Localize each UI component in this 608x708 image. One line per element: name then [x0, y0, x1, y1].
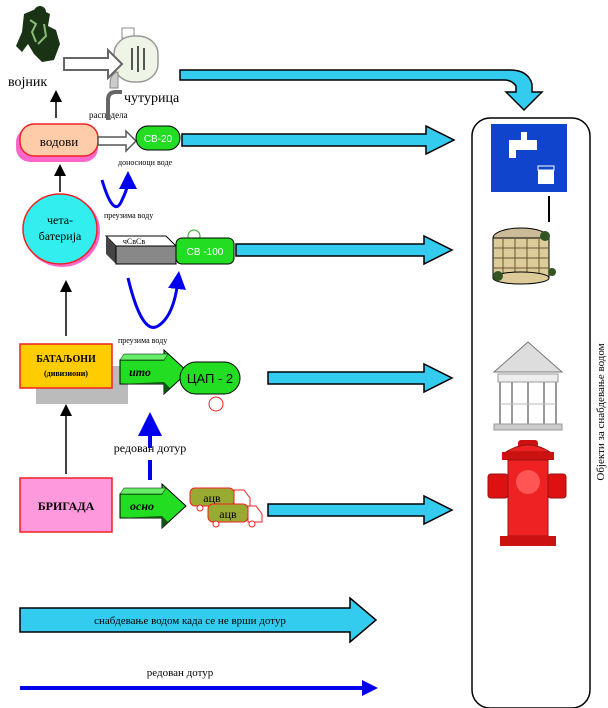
- legend-cyan-arrow-shape: [19, 596, 378, 644]
- blue-curve-company-sv20: [100, 171, 137, 209]
- battalions-label-2: (дивизиони): [44, 369, 88, 378]
- acv-label-1: ацв: [203, 491, 221, 505]
- acv-label-2: ацв: [219, 507, 237, 521]
- legend-blue-arrowhead: [362, 680, 378, 696]
- receive-water-label-1: преузима воду: [104, 211, 153, 220]
- cyan-arrow-acv: [267, 494, 454, 526]
- water-facilities-panel: Објекти за снабдевање водом: [471, 117, 607, 708]
- fire-hydrant-icon: [487, 440, 567, 546]
- regular-supply-label: редован дотур: [114, 441, 187, 455]
- company-label-2: батерија: [39, 229, 82, 243]
- small-truck-icon: [104, 235, 178, 265]
- sv100-label: СВ -100: [187, 247, 224, 258]
- cyan-arrow-cap2: [267, 362, 454, 394]
- squads-label: водови: [40, 134, 78, 149]
- cyan-arrow-sv100: [235, 234, 454, 266]
- battalions-label-1: БАТАЉОНИ: [36, 354, 96, 365]
- distributes-curve: [106, 90, 122, 120]
- ito-arrow: [119, 348, 189, 396]
- company-label-1: чета-: [47, 213, 73, 227]
- sv20-label: СВ-20: [144, 134, 173, 145]
- water-carriers-label: доносиоци воде: [118, 158, 173, 167]
- panel-label: Објекти за снабдевање водом: [595, 343, 607, 480]
- canteen-icon: [109, 27, 159, 89]
- acv-truck-icon-2: [207, 503, 263, 528]
- sv100-node: [175, 237, 235, 265]
- cap2-label: ЦАП - 2: [187, 371, 233, 386]
- soldier-label: војник: [8, 75, 47, 90]
- gazebo-icon: [492, 341, 564, 431]
- receive-water-label-2: преузима воду: [118, 336, 167, 345]
- legend-blue-label: редован дотур: [147, 667, 214, 679]
- blue-curve-battalion-sv100: [126, 271, 186, 329]
- osno-label: осно: [130, 499, 154, 513]
- osno-arrow: [119, 482, 187, 530]
- soldier-icon: [16, 6, 60, 62]
- small-truck-label: чСвСв: [123, 237, 145, 246]
- cyan-arrow-canteen: [179, 69, 544, 112]
- well-icon: [492, 196, 556, 285]
- cap2-valve: [208, 396, 224, 412]
- hollow-arrow-soldier-canteen: [63, 47, 124, 81]
- canteen-label: чутурица: [124, 91, 180, 106]
- water-tap-icon: [491, 124, 567, 192]
- cap2-node: [179, 361, 241, 395]
- battalions-node: [19, 343, 113, 389]
- brigade-node: [19, 477, 113, 533]
- company-node: [22, 193, 98, 265]
- legend-cyan-label: снабдевање водом када се не врши дотур: [94, 615, 286, 627]
- hollow-arrow-squads: [97, 129, 138, 153]
- brigade-label: БРИГАДА: [38, 499, 95, 513]
- cyan-arrow-sv20: [181, 124, 456, 156]
- sv20-node: [135, 125, 181, 151]
- ito-label: ито: [129, 365, 151, 379]
